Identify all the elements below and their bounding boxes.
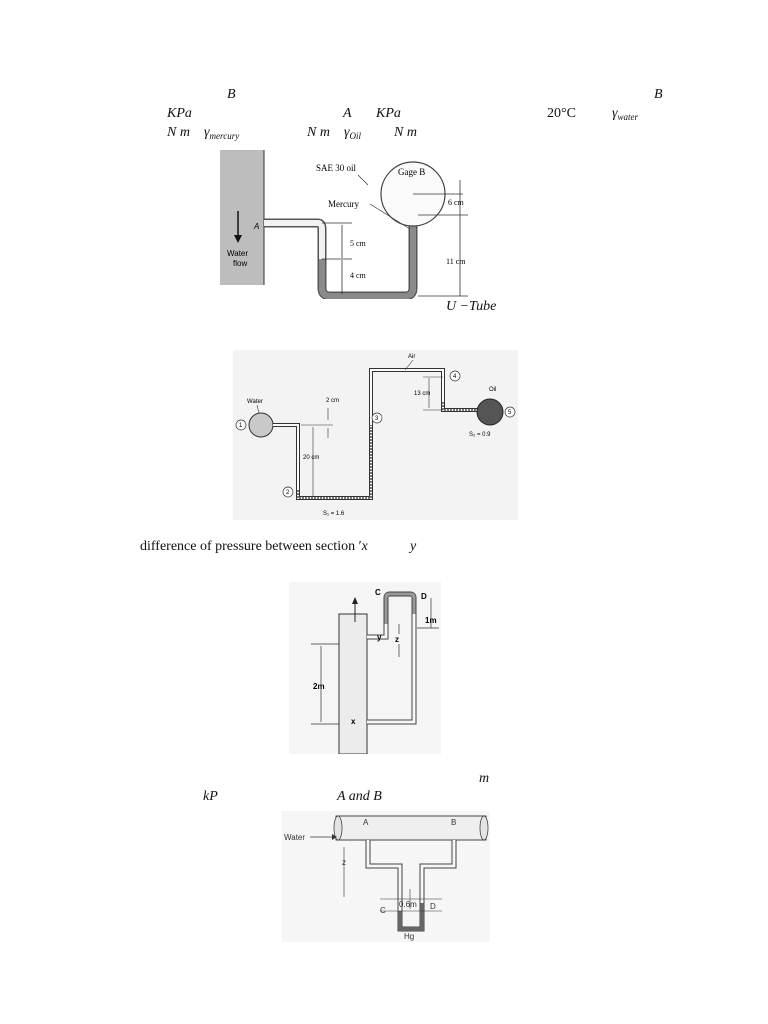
point-d: D <box>430 902 436 911</box>
point-c: C <box>375 588 381 597</box>
hg-label: Hg <box>404 932 414 941</box>
point-c: C <box>380 906 386 915</box>
point-b: B <box>451 818 456 827</box>
gamma-water: γwater <box>612 106 639 122</box>
figure-background <box>233 350 518 520</box>
dimension-lines <box>301 376 443 496</box>
point-2: 2 <box>286 490 290 496</box>
utube-manometer-figure: Water flow A Gage B SAE 30 oil Mercury 6… <box>220 150 468 299</box>
dim-2cm: 2 cm <box>326 398 339 404</box>
dimension-lines <box>343 847 442 912</box>
dim-1m: 1m <box>425 616 437 625</box>
unit-m: m <box>479 771 490 786</box>
vertical-pipe <box>338 613 368 754</box>
unit-nm: N m <box>307 125 330 140</box>
dim-5cm: 5 cm <box>350 239 367 248</box>
water-label: Water <box>247 399 263 405</box>
dim-4cm: 4 cm <box>350 271 367 280</box>
unit-kpa: KPa <box>167 106 192 121</box>
point-a: A <box>363 818 369 827</box>
dim-z: z <box>342 858 346 867</box>
mercury-column <box>398 903 424 931</box>
dim-13cm: 13 cm <box>414 391 430 397</box>
gamma-mercury: γmercury <box>204 125 240 141</box>
water-bulb <box>248 412 274 438</box>
oil-label: Oil <box>489 387 496 393</box>
oil-bulb <box>476 398 504 426</box>
water-label: Water <box>227 249 248 258</box>
unit-kpa: KPa <box>376 106 401 121</box>
dim-20cm: 20 cm <box>303 455 319 461</box>
dim-2m: 2m <box>313 682 325 691</box>
section-x-label: x <box>351 717 356 726</box>
point-5: 5 <box>508 410 512 416</box>
dim-z: z <box>395 635 399 644</box>
water-pipe-wall <box>220 150 264 285</box>
point-markers <box>235 370 516 498</box>
temperature: 20°C <box>547 106 576 121</box>
air-label: Air <box>408 354 415 360</box>
inverted-manometer-figure: C D y z x 1m 2m <box>289 582 441 754</box>
dim-11cm: 11 cm <box>446 257 466 266</box>
point-a-symbol: A <box>343 106 352 121</box>
point-d: D <box>421 592 427 601</box>
point-1: 1 <box>239 423 243 429</box>
flow-label: flow <box>233 259 247 268</box>
mercury-label: Mercury <box>328 199 359 209</box>
s2-label: S₂ = 0.9 <box>469 432 491 438</box>
section-y-label: y <box>377 633 382 642</box>
points-a-and-b: A and B <box>337 789 382 804</box>
unit-nm: N m <box>167 125 190 140</box>
manometer-fluid <box>384 592 416 624</box>
fluid-s1 <box>297 425 372 499</box>
gamma-oil: γOil <box>344 125 362 141</box>
gage-b-symbol: B <box>654 87 663 102</box>
point-3: 3 <box>375 416 379 422</box>
water-pipe <box>335 815 487 841</box>
water-label: Water <box>284 833 305 842</box>
unit-nm: N m <box>394 125 417 140</box>
dimension-lines <box>322 180 468 297</box>
multi-fluid-manometer-figure: Water Oil Air 1 2 3 4 5 2 cm 13 cm 20 cm… <box>233 350 518 520</box>
mercury-column <box>319 226 416 299</box>
dim-0-6m: 0.6m <box>399 900 417 909</box>
gage-b-symbol: B <box>227 87 236 102</box>
dimension-lines <box>311 598 439 725</box>
differential-manometer-figure: Water A B z 0.6m C D Hg <box>282 811 490 942</box>
oil-label: SAE 30 oil <box>316 163 357 173</box>
gage-b-label: Gage B <box>398 167 425 177</box>
point-a-label: A <box>253 222 259 231</box>
section-y: y <box>410 539 417 554</box>
s1-label: S₁ = 1.6 <box>323 511 345 517</box>
utube-caption: U −Tube <box>446 299 497 314</box>
tube-outline <box>264 218 418 299</box>
point-4: 4 <box>453 374 457 380</box>
unit-kp: kP <box>203 789 218 804</box>
dim-6cm: 6 cm <box>448 198 465 207</box>
problem3-text: difference of pressure between section ′… <box>140 539 368 554</box>
